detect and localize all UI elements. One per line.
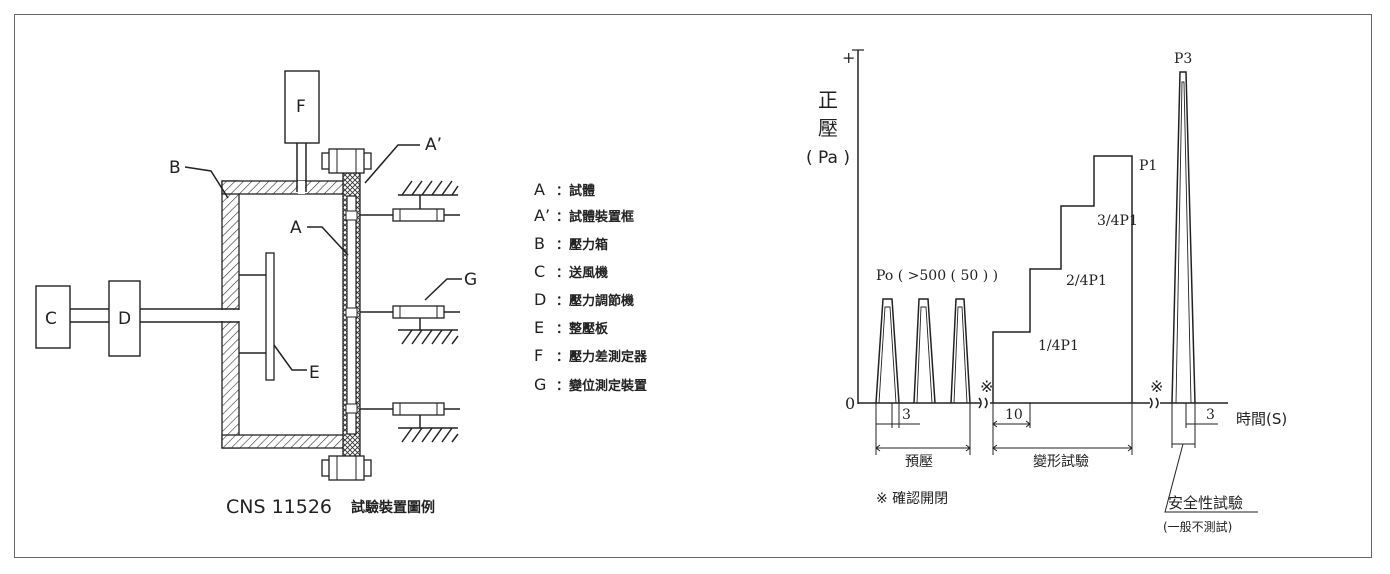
box-top-wall (221, 180, 346, 195)
figure-frame (14, 14, 1372, 558)
legend-key-f: F (534, 346, 543, 365)
zero-label: 0 (845, 394, 855, 413)
legend: A ：試體 A’ ：試體裝置框 B ：壓力箱 C ：送風機 D ：壓力調節機 E… (534, 180, 648, 394)
bottom-clamp (321, 455, 372, 481)
pressure-sequence: + 正 壓 ( Pa ) 0 時間(S) Po ( >500 ( 50 ) ) … (806, 48, 1287, 534)
label-g: G (464, 270, 477, 290)
label-a-prime: A’ (425, 135, 442, 155)
x-axis-label: 時間(S) (1236, 410, 1287, 428)
legend-text-c: ：送風機 (556, 265, 608, 281)
legend-text-a-prime: ：試體裝置框 (556, 209, 634, 225)
legend-text-g: ：變位測定裝置 (556, 378, 647, 394)
displacement-gauges (360, 180, 460, 443)
label-f: F (296, 97, 306, 117)
caption-title: 試驗裝置圖例 (351, 499, 435, 516)
y-label-2: 壓 (818, 116, 838, 140)
legend-text-f: ：壓力差測定器 (556, 349, 648, 365)
label-d: D (118, 309, 131, 329)
top-clamp (321, 148, 372, 174)
phase-safety-note: (一般不測試) (1163, 519, 1232, 534)
label-c: C (45, 309, 57, 329)
step-4-label: P1 (1139, 158, 1157, 174)
step-1-label: 1/4P1 (1038, 338, 1079, 354)
y-label-3: ( Pa ) (806, 148, 850, 168)
legend-key-a: A (534, 180, 545, 199)
phase-preload: 預壓 (905, 454, 933, 470)
legend-text-a: ：試體 (556, 183, 595, 199)
deformation-staircase (992, 155, 1133, 403)
legend-text-d: ：壓力調節機 (556, 293, 634, 309)
label-a: A (290, 218, 302, 238)
phase-deformation: 變形試驗 (1033, 454, 1089, 470)
note-open-close: ※ 確認開閉 (876, 491, 948, 507)
dim-10: 10 (1005, 407, 1023, 423)
y-label-1: 正 (818, 88, 838, 112)
caption-code: CNS 11526 (226, 496, 332, 518)
note-mark-2: ※ (1150, 377, 1163, 396)
y-plus: + (842, 48, 855, 67)
dim-3b: 3 (1206, 407, 1215, 423)
dimension-lines (875, 403, 1258, 513)
legend-text-b: ：壓力箱 (556, 237, 608, 253)
dim-3a: 3 (902, 407, 911, 423)
legend-key-c: C (534, 262, 545, 281)
po-label: Po ( >500 ( 50 ) ) (876, 268, 998, 284)
step-2-label: 2/4P1 (1066, 273, 1107, 289)
label-e: E (309, 363, 320, 383)
label-b: B (169, 158, 181, 178)
blower-box-c (35, 285, 71, 349)
regulator-box-d (108, 280, 141, 357)
legend-key-g: G (534, 375, 546, 394)
phase-safety: 安全性試驗 (1168, 494, 1243, 512)
legend-key-e: E (534, 318, 544, 337)
note-mark-1: ※ (980, 377, 993, 396)
p3-label: P3 (1174, 51, 1192, 67)
legend-text-e: ：整壓板 (556, 321, 609, 337)
apparatus-drawing: F A’ B A G C D E CNS 11526 試驗裝置圖例 (35, 70, 477, 518)
box-bottom-wall (221, 434, 346, 449)
legend-key-a-prime: A’ (534, 206, 550, 225)
preload-pulses (875, 298, 971, 404)
step-3-label: 3/4P1 (1097, 213, 1138, 229)
plate-e (265, 252, 275, 381)
gauge-box-f (284, 70, 320, 144)
safety-spike (1171, 71, 1196, 404)
legend-key-d: D (534, 290, 546, 309)
legend-key-b: B (534, 234, 545, 253)
